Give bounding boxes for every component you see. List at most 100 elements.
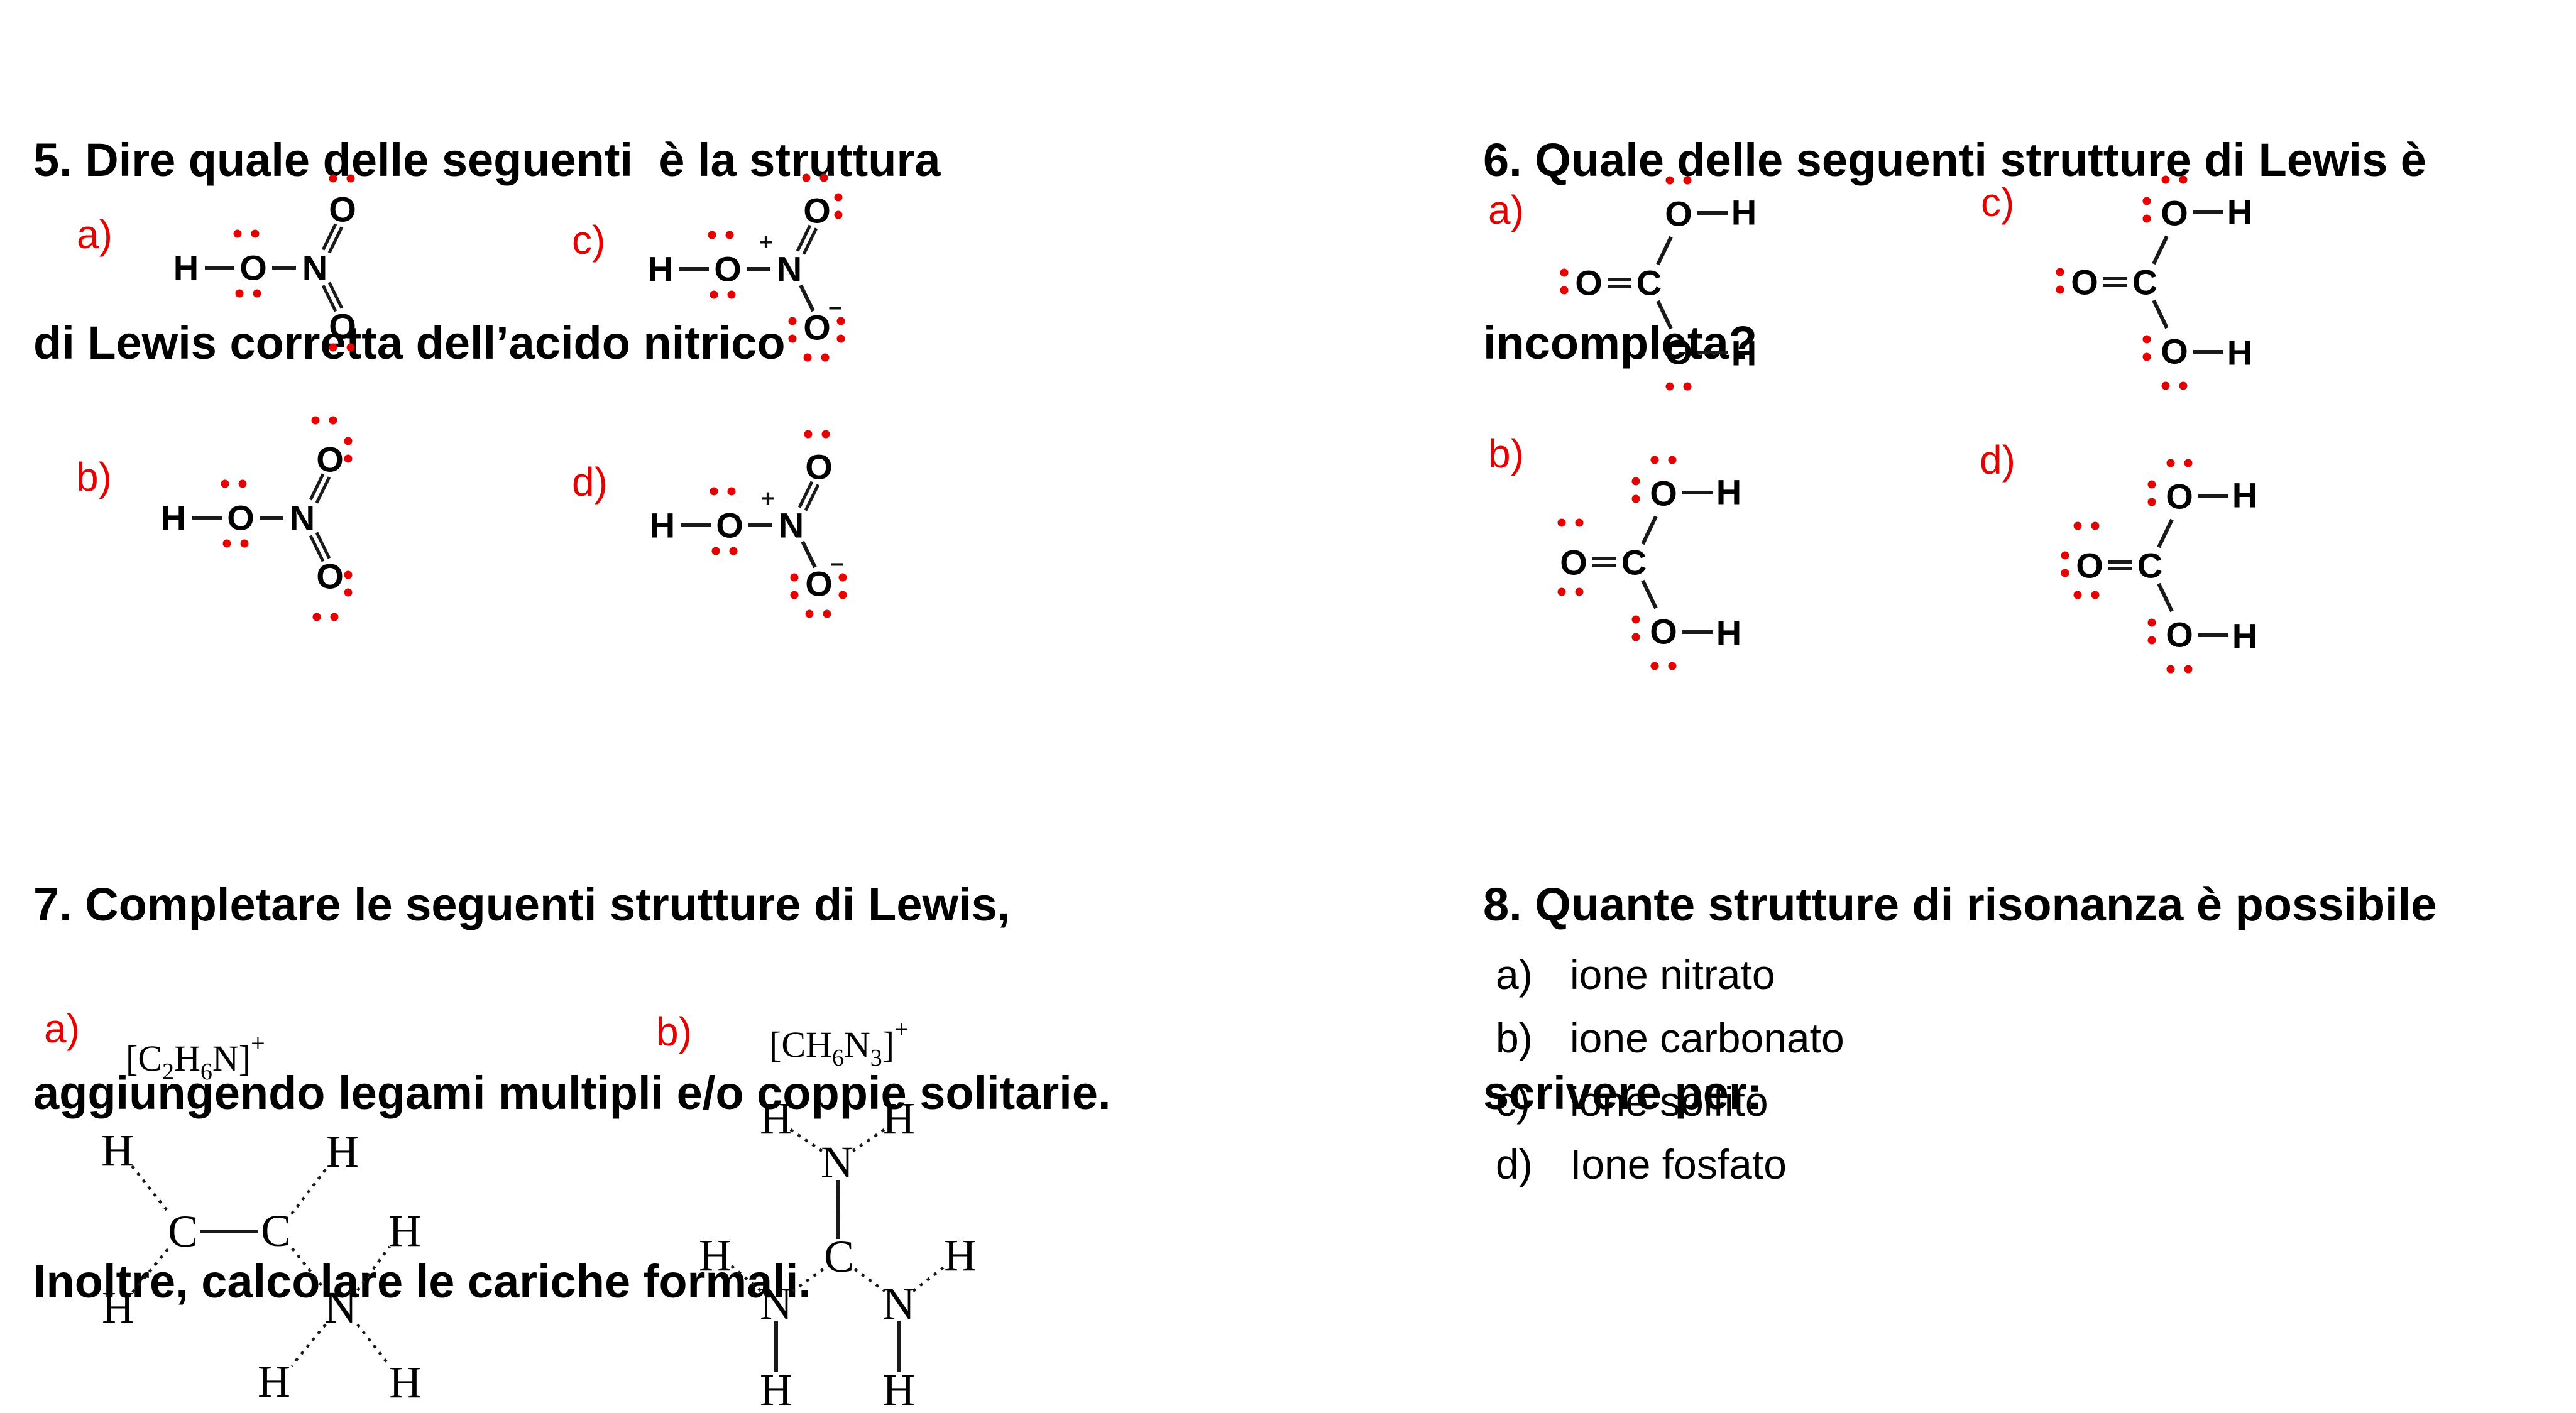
svg-text:O: O [239, 248, 267, 288]
svg-text:H: H [101, 1125, 134, 1176]
svg-text:O: O [805, 564, 833, 604]
q8-option-a-text: ione nitrato [1570, 951, 1775, 998]
q8-option-b-letter: b) [1496, 1015, 1533, 1061]
svg-text:N: N [290, 498, 315, 538]
svg-text:O: O [1560, 543, 1587, 582]
svg-text:+: + [759, 229, 773, 256]
question-6-title-line1: 6. Quale delle seguenti strutture di Lew… [1483, 134, 2426, 186]
question-5-title: 5. Dire quale delle seguenti è la strutt… [33, 8, 940, 495]
q7-formula-b: [CH6N3]+ [769, 1015, 909, 1071]
svg-text:O: O [2166, 615, 2193, 655]
svg-text:O: O [1650, 612, 1677, 652]
svg-text:O: O [716, 506, 743, 545]
svg-text:H: H [1731, 193, 1757, 232]
svg-text:+: + [761, 486, 775, 512]
svg-text:H: H [882, 1099, 915, 1143]
svg-text:−: − [830, 552, 844, 578]
question-8-title-line1: 8. Quante strutture di risonanza è possi… [1483, 878, 2437, 930]
svg-text:O: O [803, 191, 831, 231]
svg-text:H: H [760, 1099, 792, 1143]
svg-text:H: H [650, 506, 675, 545]
svg-text:H: H [2232, 616, 2257, 656]
svg-text:O: O [1665, 194, 1692, 234]
svg-text:H: H [1716, 472, 1741, 512]
q6-option-c-label: c) [1981, 180, 2015, 225]
q8-option-c-text: ione solfito [1570, 1078, 1768, 1125]
svg-text:O: O [2071, 263, 2098, 302]
svg-text:H: H [173, 248, 199, 288]
q7-formula-a: [C2H6N]+ [126, 1029, 265, 1085]
svg-text:O: O [1650, 474, 1677, 513]
q8-option-b-text: ione carbonato [1570, 1015, 1844, 1061]
svg-text:O: O [714, 249, 742, 289]
q6-option-d-label: d) [1980, 437, 2015, 483]
svg-text:H: H [2227, 333, 2252, 373]
svg-text:C: C [1621, 543, 1647, 582]
q8-option-row-a: a) ione nitrato [1496, 952, 1775, 996]
svg-text:H: H [326, 1127, 359, 1177]
svg-text:C: C [2137, 546, 2162, 586]
svg-text:N: N [777, 249, 802, 289]
svg-text:O: O [227, 498, 255, 538]
q7-option-b-label: b) [656, 1009, 692, 1054]
svg-text:C: C [824, 1231, 854, 1282]
svg-text:H: H [944, 1230, 977, 1280]
svg-text:O: O [805, 447, 833, 487]
svg-text:H: H [258, 1356, 290, 1407]
svg-text:O: O [329, 307, 356, 346]
question-8-title: 8. Quante strutture di risonanza è possi… [1483, 748, 2436, 1250]
question-5-title-line2: di Lewis corretta dell’acido nitrico [33, 317, 786, 369]
q5-option-c-label: c) [572, 217, 606, 263]
q6-option-a-label: a) [1488, 187, 1524, 232]
question-6-title: 6. Quale delle seguenti strutture di Lew… [1483, 8, 2426, 495]
q7-option-a-label: a) [44, 1006, 80, 1051]
question-5-title-line1: 5. Dire quale delle seguenti è la strutt… [33, 134, 941, 186]
svg-text:N: N [779, 506, 804, 545]
svg-text:H: H [648, 249, 673, 289]
q5-option-b-label: b) [76, 454, 112, 499]
q5-option-d-label: d) [572, 459, 608, 505]
svg-text:O: O [1665, 332, 1692, 372]
svg-text:O: O [1575, 263, 1603, 303]
svg-text:O: O [329, 190, 356, 229]
svg-text:C: C [261, 1206, 291, 1256]
q8-option-d-text: Ione fosfato [1570, 1141, 1787, 1187]
svg-text:N: N [302, 248, 327, 288]
svg-text:H: H [2227, 192, 2252, 232]
q8-option-c-letter: c) [1496, 1078, 1530, 1125]
q8-option-row-c: c) ione solfito [1496, 1079, 1768, 1123]
question-7-title: 7. Completare le seguenti strutture di L… [33, 748, 1111, 1413]
svg-text:C: C [1636, 263, 1662, 303]
q5-option-a-label: a) [77, 212, 112, 257]
svg-text:N: N [324, 1282, 357, 1333]
question-8-title-line2: scrivere per: [1483, 1067, 1763, 1119]
q6-option-b-label: b) [1488, 431, 1524, 476]
q8-option-a-letter: a) [1496, 951, 1533, 998]
q8-option-row-d: d)Ione fosfato [1496, 1142, 1787, 1186]
svg-text:O: O [316, 557, 344, 596]
svg-text:H: H [882, 1365, 915, 1407]
svg-text:H: H [1716, 613, 1741, 653]
question-7-title-line2: aggiungendo legami multipli e/o coppie s… [33, 1067, 1111, 1119]
svg-text:H: H [161, 498, 186, 538]
svg-text:H: H [760, 1365, 792, 1407]
q8-option-row-b: b) ione carbonato [1496, 1016, 1844, 1060]
svg-text:H: H [2232, 476, 2257, 515]
svg-text:C: C [2132, 263, 2157, 302]
svg-text:O: O [2166, 477, 2193, 516]
svg-text:O: O [316, 440, 344, 479]
svg-text:H: H [1731, 334, 1757, 373]
question-7-title-line1: 7. Completare le seguenti strutture di L… [33, 878, 1011, 930]
svg-text:O: O [803, 308, 831, 347]
svg-text:H: H [388, 1206, 421, 1256]
